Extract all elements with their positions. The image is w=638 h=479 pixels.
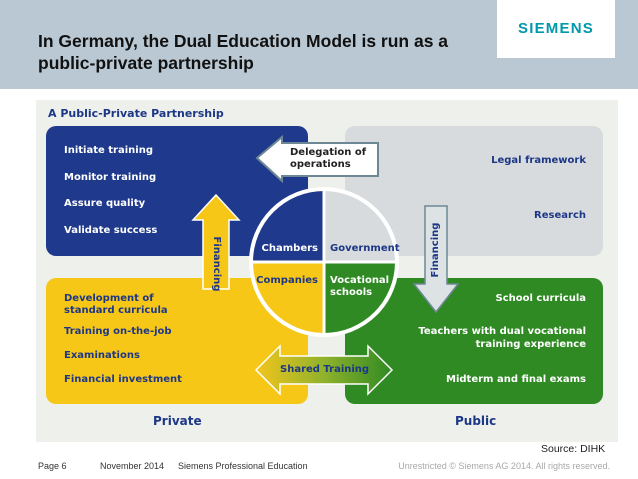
circle-quadrant-chambers: [253, 191, 324, 262]
private-state-item: Monitor training: [64, 172, 157, 183]
circle-quadrant-government: [324, 191, 395, 262]
source-note: Source: DIHK: [541, 443, 606, 455]
circle-quadrant-companies: [253, 262, 324, 333]
delegation-label: operations: [290, 159, 351, 170]
siemens-logo: SIEMENS: [518, 20, 594, 37]
public-state-item: Legal framework: [491, 155, 586, 166]
public-school-item: School curricula: [495, 293, 586, 304]
private-state-item: Assure quality: [64, 198, 146, 209]
private-state-item: Validate success: [64, 225, 158, 236]
public-school-item: Midterm and final exams: [446, 374, 586, 385]
circle-quadrant-schools: [324, 262, 395, 333]
circle-label-companies: Companies: [256, 275, 318, 286]
footer-page: Page 6: [38, 461, 67, 471]
slide-title: In Germany, the Dual Education Model is …: [38, 31, 449, 73]
shared-training-label: Shared Training: [280, 364, 370, 375]
private-company-item: Development of: [64, 293, 154, 304]
public-school-item: Teachers with dual vocational: [418, 326, 586, 337]
circle-label-vocational: Vocational: [330, 275, 390, 286]
delegation-arrow: [255, 134, 379, 184]
footer-rights: Unrestricted © Siemens AG 2014. All righ…: [398, 461, 610, 471]
circle-label-government: Government: [330, 243, 400, 254]
private-company-item: standard curricula: [64, 305, 168, 316]
shared-training-arrow: [254, 344, 394, 396]
label-private: Private: [153, 414, 202, 428]
financing-label-left: Financing: [211, 236, 222, 292]
diagram-heading: A Public-Private Partnership: [48, 107, 224, 120]
financing-label-right: Financing: [430, 222, 441, 278]
private-company-item: Financial investment: [64, 374, 182, 385]
financing-arrow-right: [412, 205, 460, 314]
footer-date: November 2014: [100, 461, 165, 471]
financing-arrow-left: [191, 193, 241, 290]
private-company-item: Training on-the-job: [64, 326, 172, 337]
circle-label-schools: schools: [330, 287, 373, 298]
delegation-label: Delegation of: [290, 147, 367, 158]
private-company-item: Examinations: [64, 350, 140, 361]
footer-subject: Siemens Professional Education: [178, 461, 308, 471]
private-state-item: Initiate training: [64, 145, 153, 156]
label-public: Public: [455, 414, 497, 428]
logo-box: [497, 0, 615, 58]
circle-label-chambers: Chambers: [261, 243, 318, 254]
public-state-item: Research: [534, 210, 586, 221]
public-school-item: training experience: [475, 339, 586, 350]
